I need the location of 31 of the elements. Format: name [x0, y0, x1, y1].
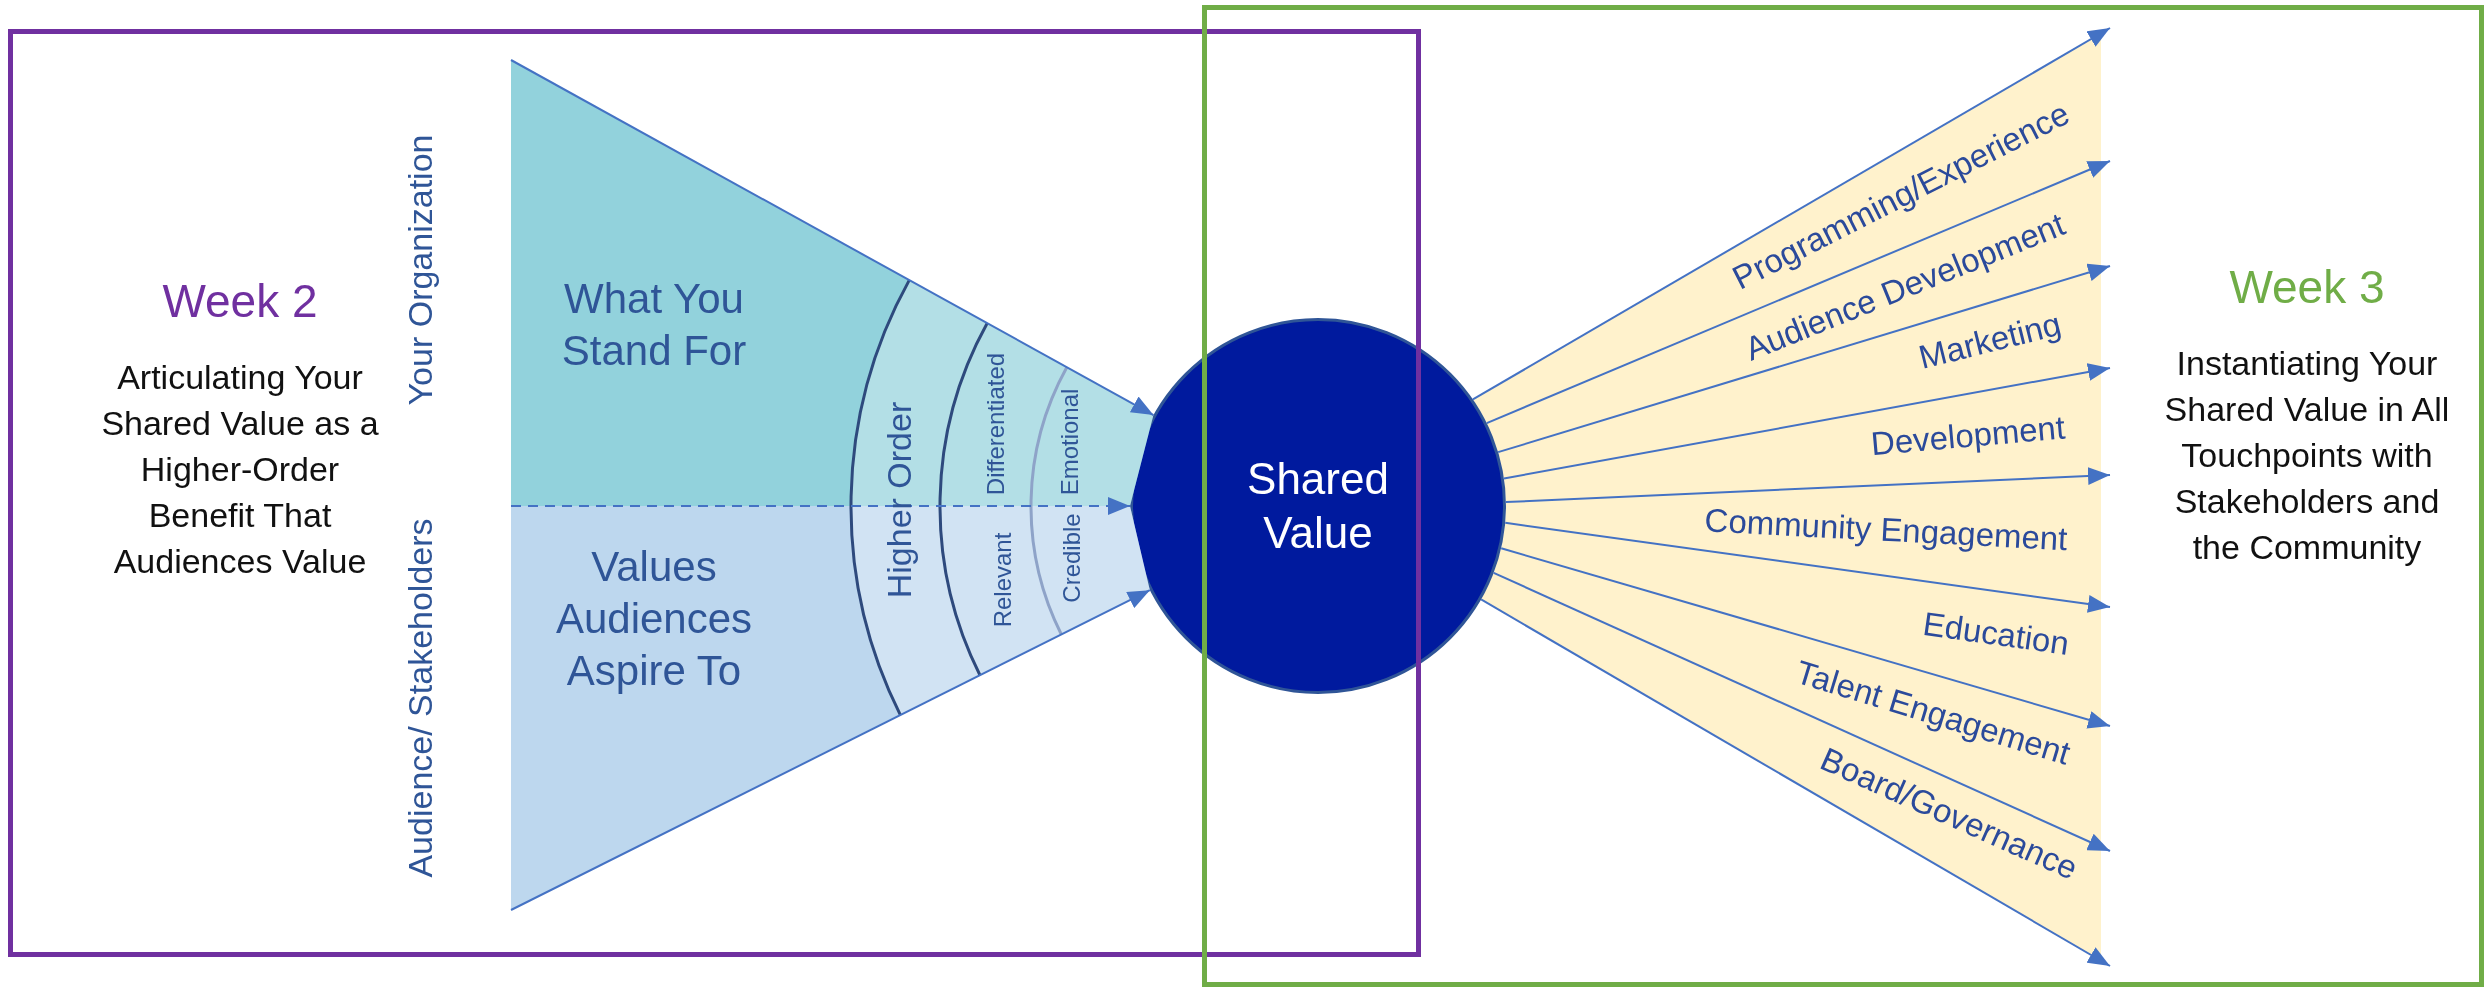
- arrow: [1504, 521, 2111, 613]
- arrow: [1504, 467, 2111, 504]
- arrow: [1480, 598, 2111, 967]
- segment-label: What You Stand For: [560, 274, 748, 376]
- arrow: [1471, 27, 2111, 401]
- arrow: [510, 589, 1151, 911]
- side-label: Your Organization: [402, 134, 440, 406]
- arrow: [1492, 571, 2111, 852]
- band-label: Differentiated: [982, 352, 1010, 496]
- circle-label: Shared Value: [1246, 453, 1390, 559]
- touchpoint-label: Education: [1920, 605, 2072, 663]
- segment-label: Values Audiences Aspire To: [554, 542, 754, 696]
- panel-description: Articulating Your Shared Value as a Higher-Order Benefit That Audiences Value: [100, 357, 380, 582]
- arrow: [1500, 547, 2111, 729]
- week-panel: [1202, 5, 2484, 987]
- week-panel: [8, 29, 1421, 957]
- arrow: [510, 59, 1155, 417]
- touchpoint-label: Community Engagement: [1703, 502, 2069, 558]
- band-label: Credible: [1058, 513, 1086, 603]
- arrow: [1502, 363, 2111, 480]
- arrow: [510, 497, 1131, 515]
- touchpoint-label: Marketing: [1915, 305, 2065, 377]
- panel-description: Instantiating Your Shared Value in All Touchpoints with Stakeholders and the Community: [2163, 343, 2451, 568]
- touchpoint-label: Development: [1869, 409, 2067, 463]
- band-label: Higher Order: [881, 401, 919, 599]
- panel-heading: Week 3: [2228, 260, 2386, 314]
- side-label: Audience/ Stakeholders: [402, 518, 440, 878]
- arrow: [1497, 263, 2111, 454]
- band-label: Emotional: [1056, 388, 1084, 496]
- arrow: [1485, 160, 2111, 425]
- band-label: Relevant: [989, 532, 1017, 628]
